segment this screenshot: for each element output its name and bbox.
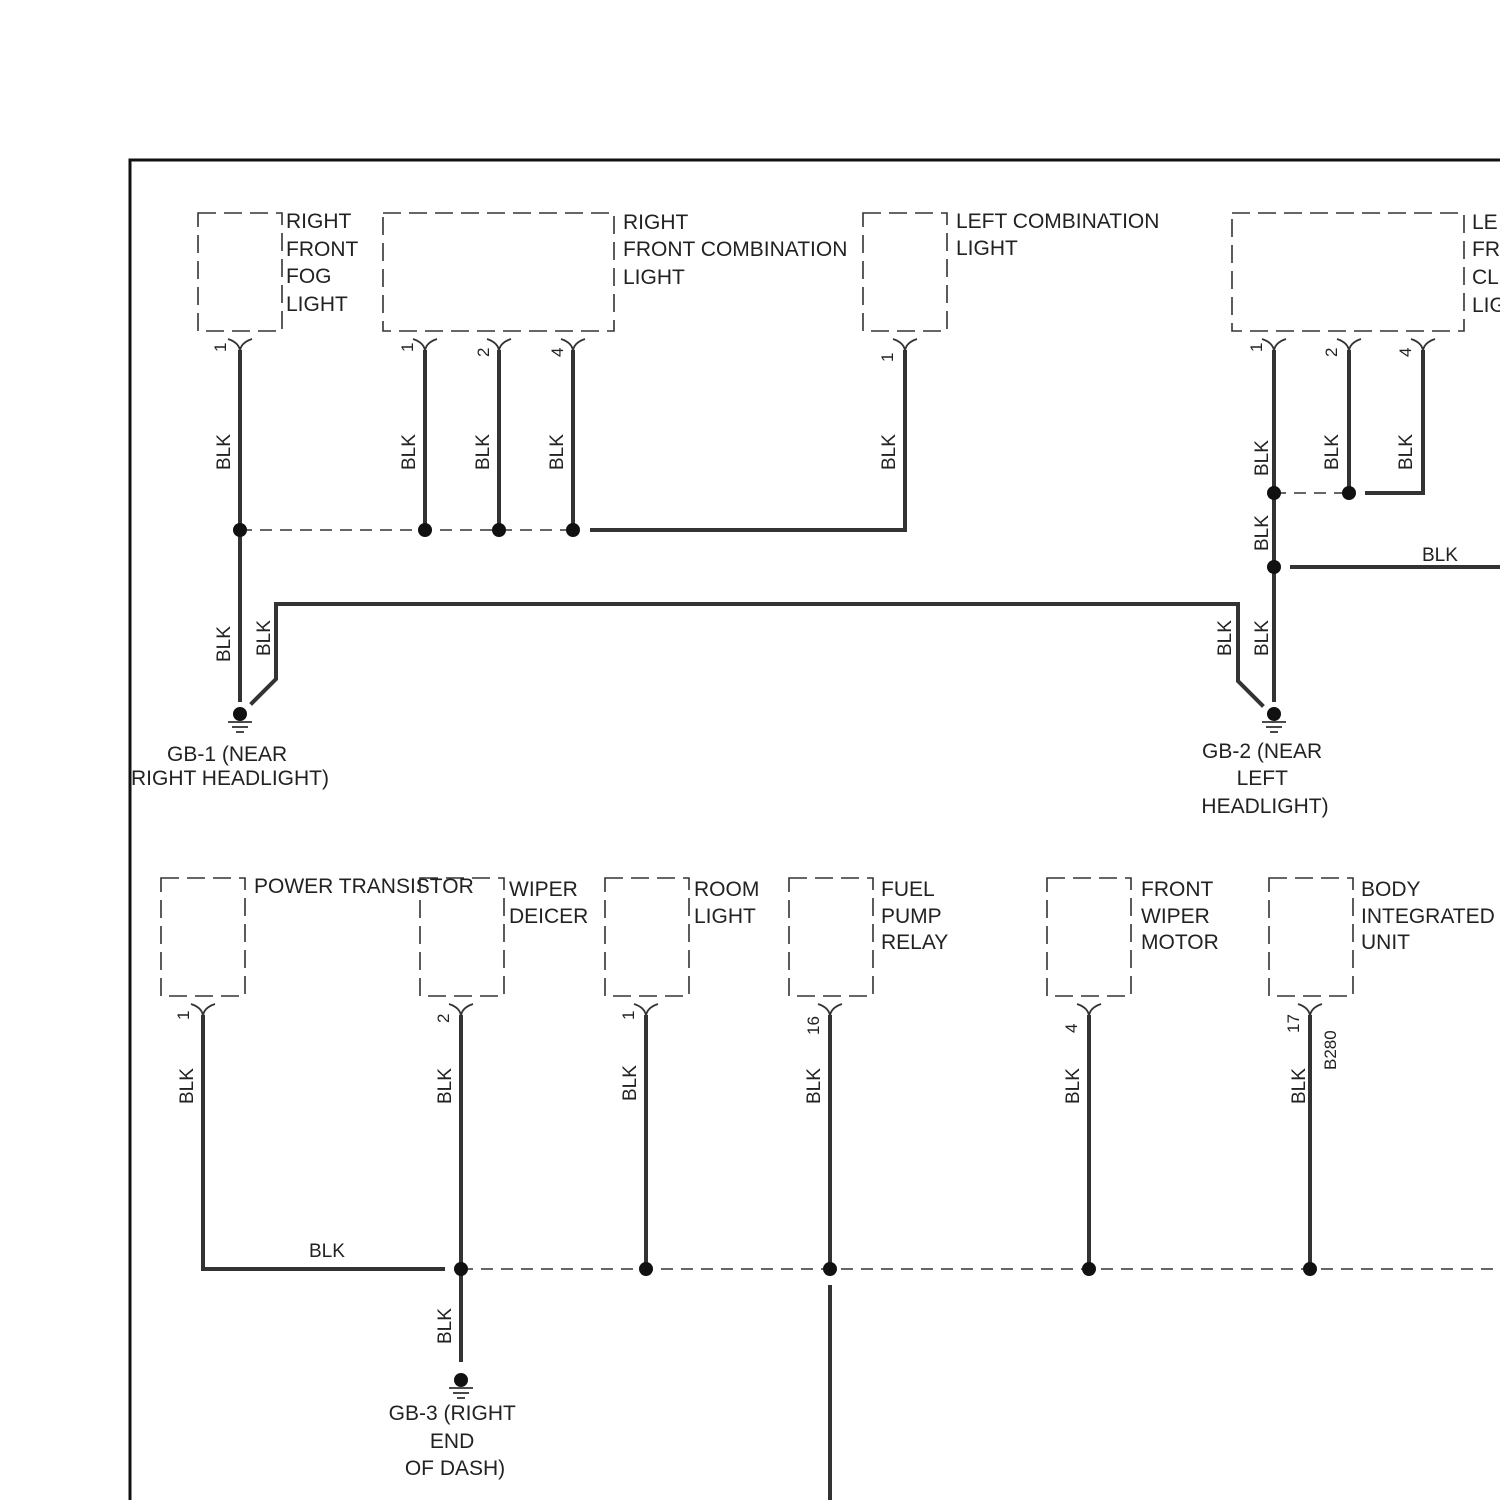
wire-label: BLK bbox=[1422, 545, 1458, 566]
pin-lfc-1: 1 bbox=[1247, 343, 1266, 352]
left-combination-light-box bbox=[863, 213, 947, 331]
wire-label: BLK bbox=[473, 434, 494, 470]
power-transistor-box bbox=[161, 878, 245, 996]
wire-label: BLK bbox=[547, 434, 568, 470]
wire-label: BLK bbox=[309, 1241, 345, 1262]
wire-label: BLK bbox=[1252, 440, 1273, 476]
left-front-combination-light-label: LE FR CL LIG bbox=[1472, 211, 1500, 317]
wire-label: BLK bbox=[1215, 620, 1236, 656]
right-front-fog-light-label: RIGHT FRONT FOG LIGHT bbox=[286, 210, 364, 316]
connector-b280: B280 bbox=[1321, 1030, 1340, 1070]
wire-label: BLK bbox=[804, 1068, 825, 1104]
pin-rfc-2: 2 bbox=[474, 348, 493, 357]
ground-gb2-symbol bbox=[1262, 707, 1286, 732]
left-combination-light-label: LEFT COMBINATION LIGHT bbox=[956, 210, 1165, 260]
diagram-frame bbox=[130, 160, 1500, 1500]
wire-label: BLK bbox=[214, 626, 235, 662]
power-transistor-label: POWER TRANSISTOR bbox=[254, 875, 474, 898]
pin-fpr-16: 16 bbox=[804, 1016, 823, 1035]
pin-lc-1: 1 bbox=[878, 353, 897, 362]
wires-top-right bbox=[1274, 352, 1500, 700]
fuel-pump-relay-label: FUEL PUMP RELAY bbox=[881, 878, 948, 954]
wire-label: BLK bbox=[1396, 434, 1417, 470]
ground-gb1-symbol bbox=[228, 707, 252, 732]
ground-gb2-label: GB-2 (NEAR LEFT HEADLIGHT) bbox=[1201, 740, 1328, 818]
wire-labels-top: BLK BLK BLK BLK BLK BLK BLK BLK BLK BLK … bbox=[214, 434, 1458, 662]
splice-dots-top-right bbox=[1267, 486, 1356, 574]
connector-cups-bottom bbox=[191, 1004, 1322, 1017]
left-front-combination-light-box bbox=[1232, 213, 1464, 331]
pin-lfc-4: 4 bbox=[1396, 348, 1415, 357]
pin-pt-1: 1 bbox=[174, 1011, 193, 1020]
wire-label: BLK bbox=[620, 1065, 641, 1101]
wire-label: BLK bbox=[1252, 620, 1273, 656]
wire-label: BLK bbox=[214, 434, 235, 470]
pin-rl-1: 1 bbox=[619, 1011, 638, 1020]
pin-biu-17: 17 bbox=[1284, 1014, 1303, 1033]
pin-rfc-4: 4 bbox=[548, 348, 567, 357]
right-front-combination-light-box bbox=[383, 213, 614, 331]
right-front-combination-light-label: RIGHT FRONT COMBINATION LIGHT bbox=[623, 211, 853, 289]
front-wiper-motor-label: FRONT WIPER MOTOR bbox=[1141, 878, 1219, 954]
wire-labels-bottom: BLK BLK BLK BLK BLK BLK BLK BLK bbox=[177, 1065, 1310, 1344]
pin-lfc-2: 2 bbox=[1322, 348, 1341, 357]
wire-label: BLK bbox=[1252, 515, 1273, 551]
ground-gb3-symbol bbox=[449, 1373, 473, 1398]
wire-label: BLK bbox=[435, 1308, 456, 1344]
fuel-pump-relay-box bbox=[789, 878, 873, 996]
right-front-fog-light-box bbox=[198, 213, 282, 331]
wire-label: BLK bbox=[177, 1068, 198, 1104]
room-light-label: ROOM LIGHT bbox=[694, 878, 765, 928]
ground-gb3-label: GB-3 (RIGHT END OF DASH) bbox=[389, 1402, 522, 1480]
wire-label: BLK bbox=[1063, 1068, 1084, 1104]
body-integrated-unit-label: BODY INTEGRATED UNIT bbox=[1361, 878, 1500, 954]
wire-label: BLK bbox=[399, 434, 420, 470]
wire-label: BLK bbox=[254, 620, 275, 656]
ground-gb1-label: GB-1 (NEAR RIGHT HEADLIGHT) bbox=[131, 743, 329, 790]
pin-wd-2: 2 bbox=[434, 1014, 453, 1023]
wiper-deicer-label: WIPER DEICER bbox=[509, 878, 588, 928]
wire-label: BLK bbox=[435, 1068, 456, 1104]
body-integrated-unit-box bbox=[1269, 878, 1353, 996]
wire-label: BLK bbox=[879, 434, 900, 470]
wires-top-left bbox=[240, 352, 1262, 705]
pin-rfc-1: 1 bbox=[398, 343, 417, 352]
wire-label: BLK bbox=[1289, 1068, 1310, 1104]
pin-fog-1: 1 bbox=[211, 343, 230, 352]
room-light-box bbox=[605, 878, 689, 996]
front-wiper-motor-box bbox=[1047, 878, 1131, 996]
pin-fwm-4: 4 bbox=[1062, 1024, 1081, 1033]
wire-label: BLK bbox=[1322, 434, 1343, 470]
